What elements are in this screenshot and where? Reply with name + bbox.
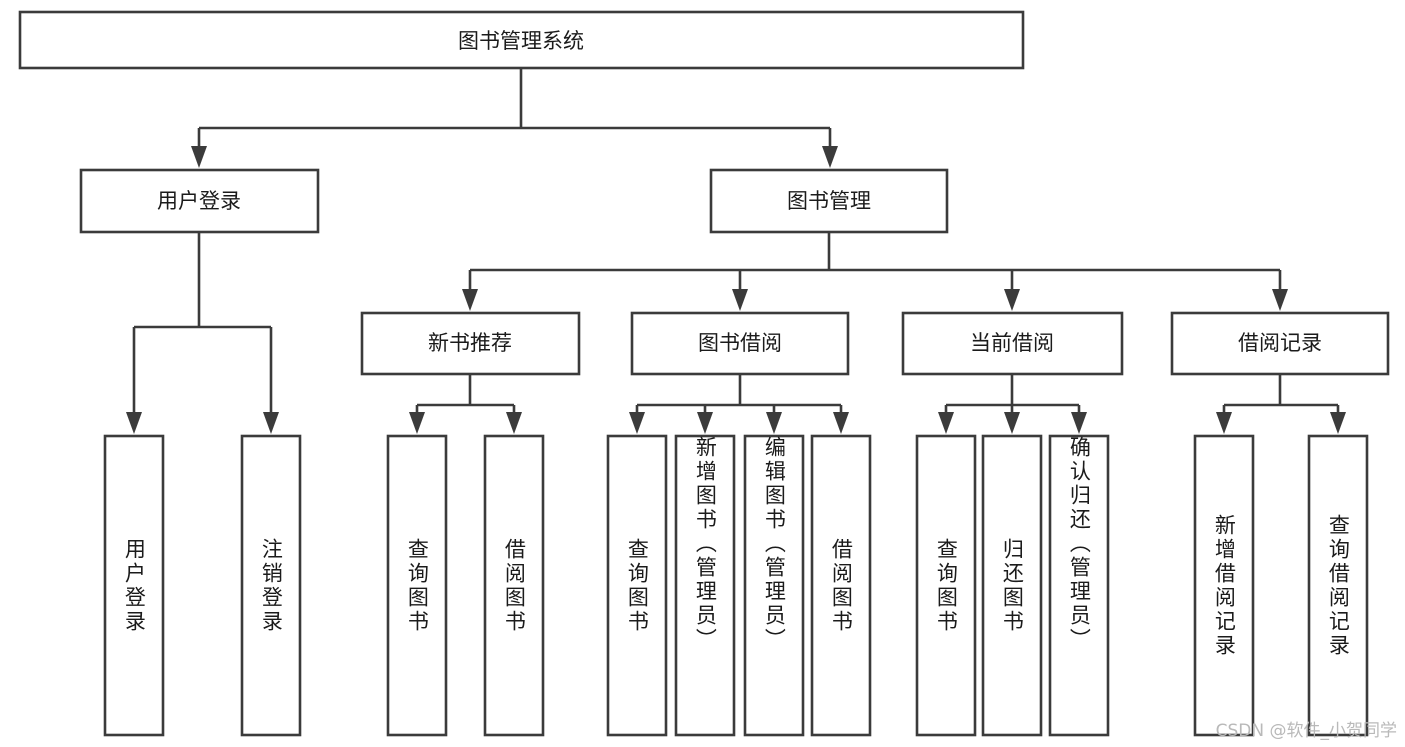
- leaf-box-book-borrow-0[interactable]: [606, 434, 668, 737]
- leaf-box-new-book-0[interactable]: [386, 434, 448, 737]
- leaf-box-borrow-record-0[interactable]: [1193, 434, 1255, 737]
- leaf-box-current-borrow-2[interactable]: [1048, 434, 1110, 737]
- node-borrow-record[interactable]: [1170, 311, 1390, 376]
- leaf-box-new-book-1[interactable]: [483, 434, 545, 737]
- leaf-box-current-borrow-0[interactable]: [915, 434, 977, 737]
- arrow-borrow-record-leaf-1-icon: [1330, 412, 1346, 434]
- arrow-current-borrow-leaf-2-icon: [1071, 412, 1087, 434]
- node-book-borrow[interactable]: [630, 311, 850, 376]
- arrow-current-borrow-leaf-0-icon: [938, 412, 954, 434]
- node-book-borrow-label: 图书借阅: [698, 331, 782, 355]
- arrow-book-manage-to-book-borrow-icon: [732, 289, 748, 311]
- leaf-box-user-login-0[interactable]: [103, 434, 165, 737]
- leaf-box-current-borrow-1[interactable]: [981, 434, 1043, 737]
- csdn-watermark: CSDN @软件_小贺同学: [1215, 721, 1397, 741]
- arrow-current-borrow-leaf-1-icon: [1004, 412, 1020, 434]
- arrow-new-book-leaf-1-icon: [506, 412, 522, 434]
- node-new-book-recommend-label: 新书推荐: [428, 331, 512, 355]
- arrow-book-manage-to-borrow-record-icon: [1272, 289, 1288, 311]
- node-new-book-recommend[interactable]: [360, 311, 581, 376]
- leaf-box-book-borrow-2[interactable]: [743, 434, 805, 737]
- arrow-book-manage-to-new-book-icon: [462, 289, 478, 311]
- arrow-book-borrow-leaf-3-icon: [833, 412, 849, 434]
- arrow-book-borrow-leaf-1-icon: [697, 412, 713, 434]
- arrow-root-to-user-login-icon: [191, 146, 207, 168]
- arrow-new-book-leaf-0-icon: [409, 412, 425, 434]
- node-root-label: 图书管理系统: [458, 29, 584, 53]
- leaf-box-borrow-record-1[interactable]: [1307, 434, 1369, 737]
- arrow-user-login-leaf-0-icon: [126, 412, 142, 434]
- node-current-borrow-label: 当前借阅: [970, 331, 1054, 355]
- node-book-manage-label: 图书管理: [787, 189, 871, 213]
- arrow-book-manage-to-current-borrow-icon: [1004, 289, 1020, 311]
- leaf-box-book-borrow-1[interactable]: [674, 434, 736, 737]
- arrow-borrow-record-leaf-0-icon: [1216, 412, 1232, 434]
- node-book-manage[interactable]: [709, 168, 949, 234]
- node-user-login-label: 用户登录: [157, 189, 241, 213]
- node-borrow-record-label: 借阅记录: [1238, 331, 1322, 355]
- leaf-box-book-borrow-3[interactable]: [810, 434, 872, 737]
- node-root[interactable]: [18, 10, 1025, 70]
- node-current-borrow[interactable]: [901, 311, 1124, 376]
- arrow-user-login-leaf-1-icon: [263, 412, 279, 434]
- arrow-book-borrow-leaf-0-icon: [629, 412, 645, 434]
- leaf-box-user-login-1[interactable]: [240, 434, 302, 737]
- arrow-book-borrow-leaf-2-icon: [766, 412, 782, 434]
- arrow-root-to-book-manage-icon: [822, 146, 838, 168]
